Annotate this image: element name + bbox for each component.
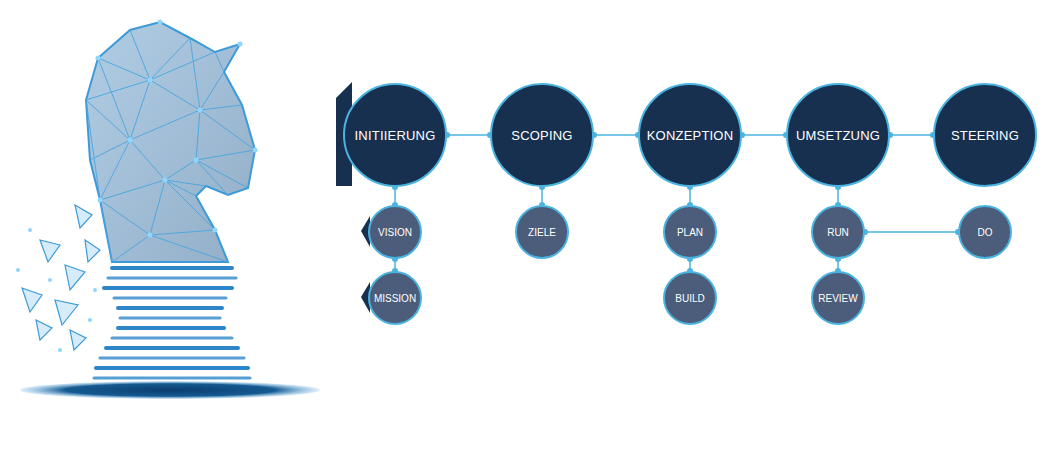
connector-group bbox=[835, 184, 841, 208]
connector-line bbox=[594, 134, 638, 136]
node-label: REVIEW bbox=[818, 293, 857, 304]
connector-group bbox=[392, 184, 398, 208]
circle-outline bbox=[812, 272, 864, 324]
knight-wireframe bbox=[86, 30, 255, 262]
node-label: KONZEPTION bbox=[647, 128, 734, 143]
connector-line bbox=[689, 187, 691, 205]
connector-group bbox=[687, 184, 693, 208]
node-label: MISSION bbox=[374, 293, 416, 304]
circle-outline bbox=[369, 206, 421, 258]
node-label: BUILD bbox=[675, 293, 704, 304]
circle-outline bbox=[812, 206, 864, 258]
connector-line bbox=[742, 134, 786, 136]
circle-outline bbox=[639, 84, 741, 186]
connector-line bbox=[394, 259, 396, 271]
connector-group bbox=[539, 184, 545, 208]
circle-outline bbox=[344, 84, 446, 186]
step-circle: BUILD bbox=[663, 271, 717, 325]
step-circle: VISION bbox=[368, 205, 422, 259]
knight-base bbox=[20, 381, 320, 399]
node-label: RUN bbox=[827, 227, 849, 238]
circle-outline bbox=[491, 84, 593, 186]
step-circle: DO bbox=[958, 205, 1012, 259]
connector-group bbox=[739, 132, 789, 138]
circle-outline bbox=[934, 84, 1036, 186]
node-label: STEERING bbox=[951, 128, 1019, 143]
knight-pedestal bbox=[94, 268, 250, 378]
circle-outline bbox=[664, 206, 716, 258]
connector-line bbox=[394, 187, 396, 205]
phase-circle: STEERING bbox=[933, 83, 1037, 187]
knight-head bbox=[86, 22, 255, 262]
connector-group bbox=[444, 132, 493, 138]
step-circle: PLAN bbox=[663, 205, 717, 259]
node-label: VISION bbox=[378, 227, 412, 238]
knight-vertices bbox=[96, 20, 258, 238]
phase-circle: SCOPING bbox=[490, 83, 594, 187]
connector-group bbox=[887, 132, 936, 138]
step-circle: RUN bbox=[811, 205, 865, 259]
circle-outline bbox=[959, 206, 1011, 258]
phase-circle: UMSETZUNG bbox=[786, 83, 890, 187]
circle-outline bbox=[664, 272, 716, 324]
node-label: UMSETZUNG bbox=[796, 128, 880, 143]
connector-line bbox=[890, 134, 933, 136]
fragment-dots bbox=[16, 228, 97, 352]
connector-line bbox=[541, 187, 543, 205]
connector-line bbox=[865, 231, 958, 233]
node-label: ZIELE bbox=[528, 227, 556, 238]
node-label: SCOPING bbox=[511, 128, 572, 143]
connector-group bbox=[862, 229, 961, 235]
connector-line bbox=[447, 134, 490, 136]
connector-group bbox=[591, 132, 641, 138]
step-circle: ZIELE bbox=[515, 205, 569, 259]
knight-fragments bbox=[22, 205, 100, 350]
circle-outline bbox=[516, 206, 568, 258]
connector-line bbox=[837, 187, 839, 205]
node-label: INITIIERUNG bbox=[355, 128, 436, 143]
node-label: DO bbox=[978, 227, 993, 238]
step-circle: MISSION bbox=[368, 271, 422, 325]
circle-outline bbox=[369, 272, 421, 324]
connector-line bbox=[689, 259, 691, 271]
phase-circle: KONZEPTION bbox=[638, 83, 742, 187]
step-circle: REVIEW bbox=[811, 271, 865, 325]
circle-outline bbox=[787, 84, 889, 186]
phase-circle: INITIIERUNG bbox=[343, 83, 447, 187]
connector-line bbox=[837, 259, 839, 271]
node-label: PLAN bbox=[677, 227, 703, 238]
